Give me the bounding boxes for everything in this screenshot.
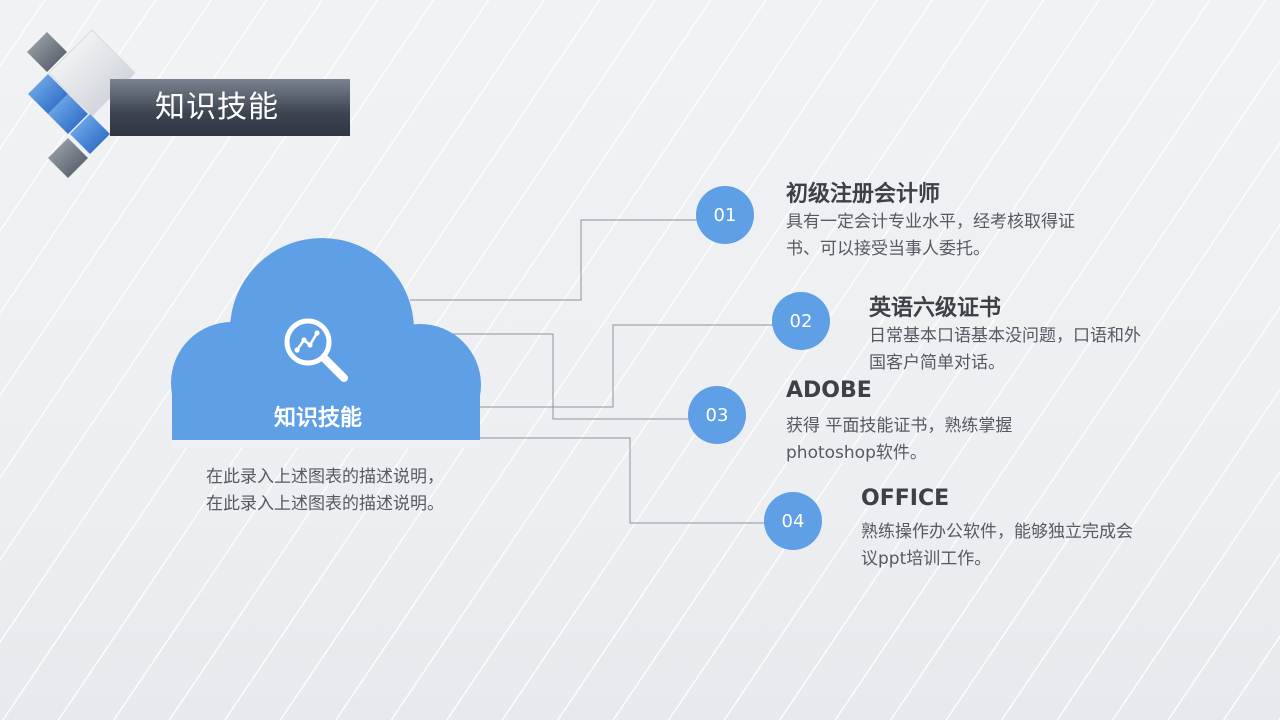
search-chart-icon bbox=[284, 318, 348, 382]
item-title-01: 初级注册会计师 bbox=[786, 182, 941, 207]
item-description-02: 日常基本口语基本没问题，口语和外国客户简单对话。 bbox=[869, 326, 1141, 373]
connector-line-01 bbox=[410, 219, 700, 301]
cloud-label: 知识技能 bbox=[273, 406, 362, 431]
page-title: 知识技能 bbox=[155, 90, 279, 125]
item-description-03: 获得 平面技能证书，熟练掌握photoshop软件。 bbox=[786, 416, 1013, 463]
connector-line-02 bbox=[450, 324, 775, 408]
item-title-02: 英语六级证书 bbox=[869, 296, 1002, 321]
item-description-01: 具有一定会计专业水平，经考核取得证书、可以接受当事人委托。 bbox=[786, 212, 1075, 259]
connector-line-03 bbox=[420, 333, 690, 420]
badge-number: 02 bbox=[789, 310, 813, 332]
title-bar bbox=[110, 79, 350, 136]
badge-01: 01 bbox=[696, 186, 754, 244]
connector-line-04 bbox=[460, 437, 765, 524]
cloud-description: 在此录入上述图表的描述说明，在此录入上述图表的描述说明。 bbox=[206, 467, 444, 514]
cloud-shape bbox=[171, 238, 481, 448]
item-description-04: 熟练操作办公软件，能够独立完成会议ppt培训工作。 bbox=[861, 522, 1133, 569]
badge-03: 03 bbox=[688, 386, 746, 444]
item-title-04: OFFICE bbox=[861, 486, 950, 511]
badge-number: 04 bbox=[781, 510, 805, 532]
badge-number: 01 bbox=[713, 204, 737, 226]
item-title-03: ADOBE bbox=[786, 378, 872, 403]
badge-04: 04 bbox=[764, 492, 822, 550]
badge-number: 03 bbox=[705, 404, 729, 426]
badge-02: 02 bbox=[772, 292, 830, 350]
